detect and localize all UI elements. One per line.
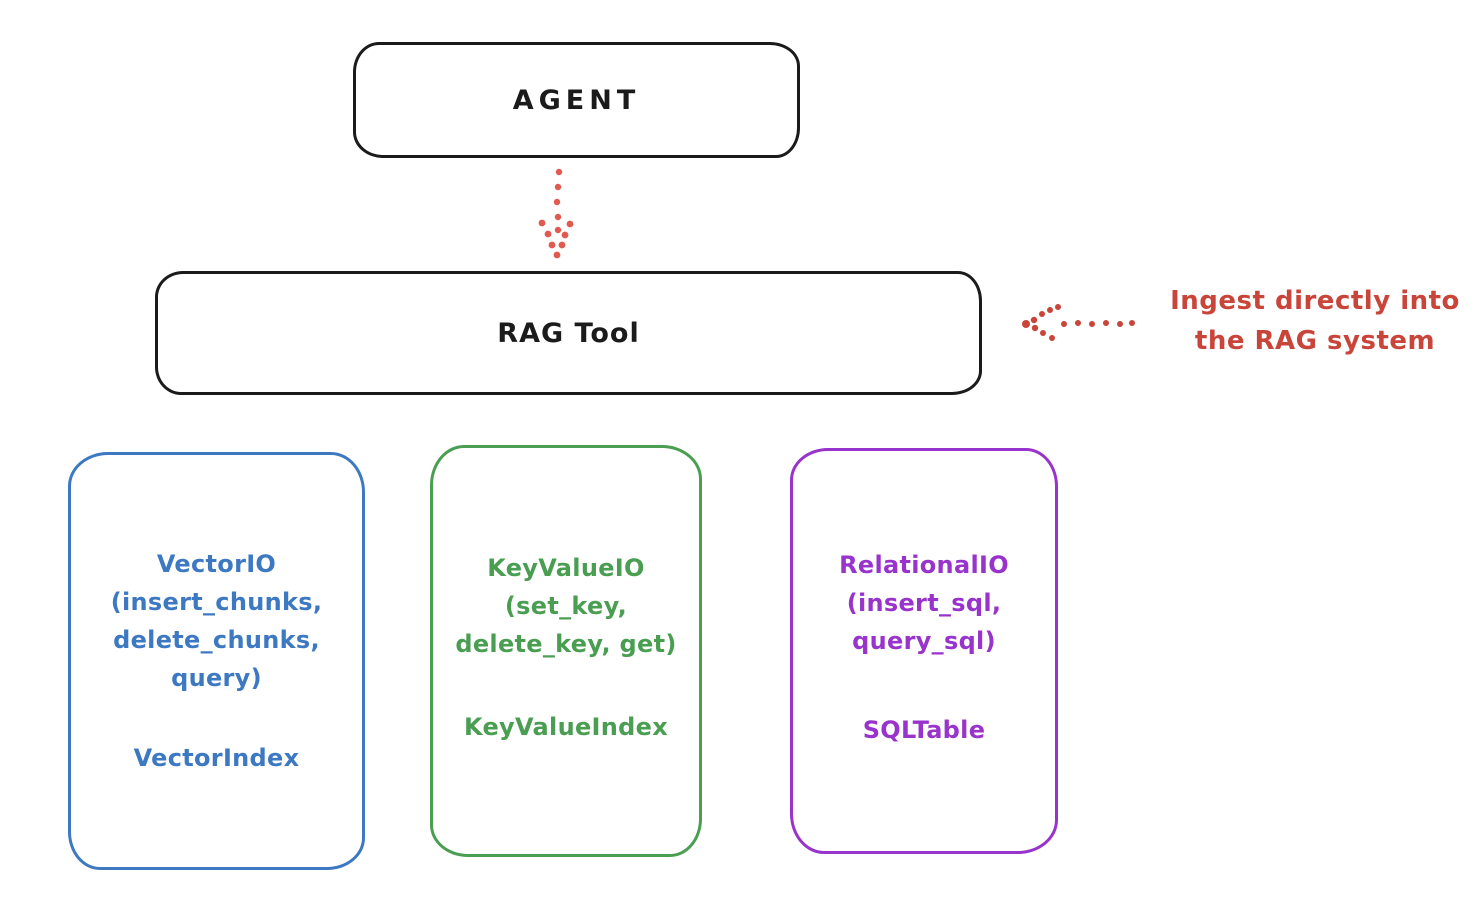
agent-label: AGENT: [512, 84, 641, 116]
keyvalueio-node: KeyValueIO (set_key, delete_key, get) Ke…: [430, 445, 702, 857]
relationalio-line: (insert_sql,: [846, 589, 1002, 617]
vectorio-line: query): [171, 664, 262, 692]
relationalio-line: query_sql): [852, 627, 996, 655]
vectorio-line: delete_chunks,: [113, 626, 320, 654]
rag-tool-label: RAG Tool: [497, 317, 640, 349]
annotation-to-rag-arrow-icon: [1022, 304, 1135, 341]
agent-to-rag-arrow-icon: [538, 168, 574, 259]
keyvalueio-line: (set_key,: [504, 592, 628, 620]
relationalio-line: RelationalIO: [839, 551, 1009, 579]
vectorio-line: (insert_chunks,: [110, 588, 323, 616]
agent-node: AGENT: [353, 42, 800, 158]
ingest-annotation-line1: Ingest directly into: [1170, 286, 1460, 316]
sqltable-label: SQLTable: [862, 716, 986, 744]
keyvalueio-line: KeyValueIO: [487, 554, 645, 582]
vectorio-line: VectorIO: [156, 550, 277, 578]
ingest-annotation: Ingest directly into the RAG system: [1140, 281, 1484, 361]
vectorindex-label: VectorIndex: [133, 744, 300, 772]
keyvalueindex-label: KeyValueIndex: [464, 713, 668, 741]
keyvalueio-line: delete_key, get): [455, 630, 677, 658]
rag-tool-node: RAG Tool: [155, 271, 982, 395]
relationalio-node: RelationalIO (insert_sql, query_sql) SQL…: [790, 448, 1058, 854]
ingest-annotation-line2: the RAG system: [1194, 326, 1436, 356]
vectorio-node: VectorIO (insert_chunks, delete_chunks, …: [68, 452, 365, 870]
